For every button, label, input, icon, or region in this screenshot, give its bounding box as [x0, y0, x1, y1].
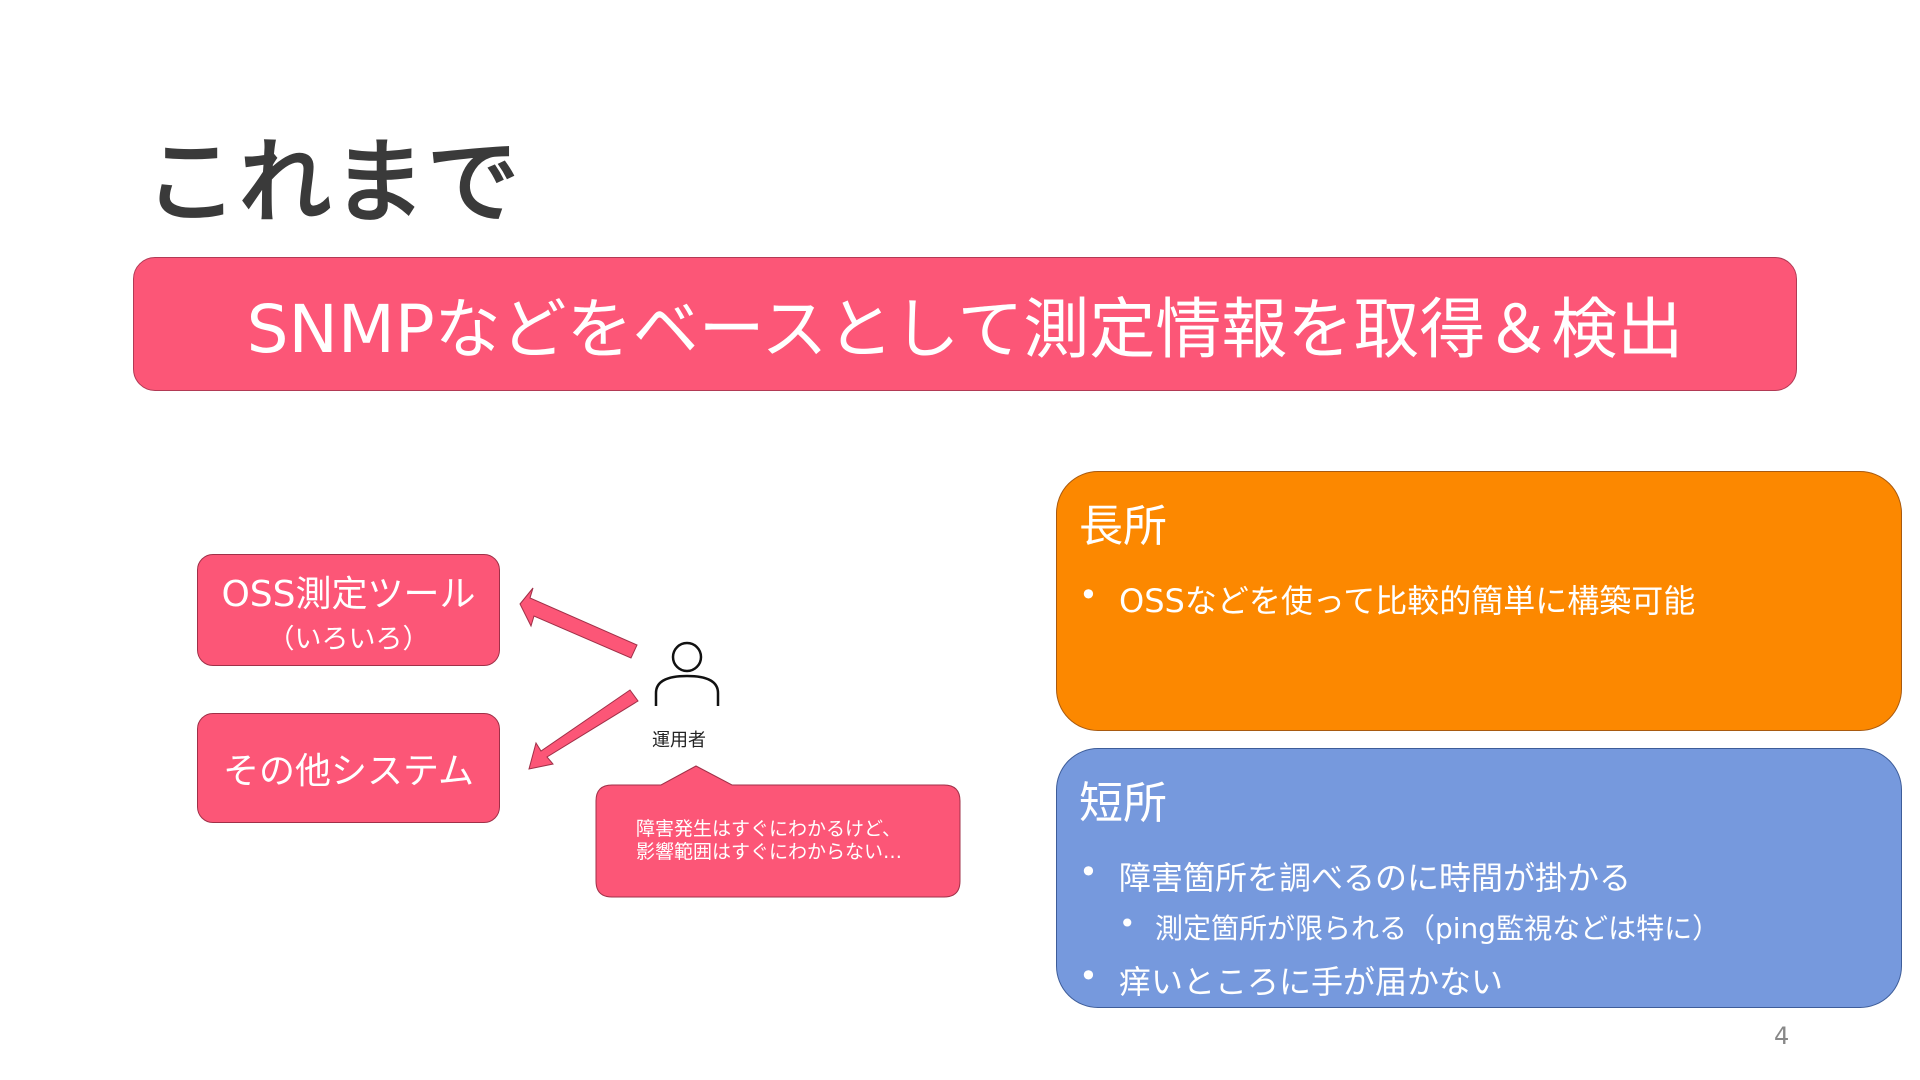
oss-tool-sublabel: （いろいろ）: [267, 623, 430, 655]
cons-panel: 短所 • 障害箇所を調べるのに時間が掛かる • 測定箇所が限られる（ping監視…: [1056, 748, 1902, 1008]
oss-tool-label: OSS測定ツール: [221, 573, 476, 615]
oss-tool-box: OSS測定ツール （いろいろ）: [197, 554, 500, 666]
cons-heading: 短所: [1079, 778, 1167, 829]
bullet-icon: •: [1079, 957, 1098, 995]
cons-subitem-text: 測定箇所が限られる（ping監視などは特に）: [1155, 912, 1721, 945]
arrow-to-other-icon: [528, 689, 639, 770]
cons-item-text: 痒いところに手が届かない: [1119, 963, 1504, 1001]
slide-title: これまで: [145, 129, 522, 236]
page-number: 4: [1774, 1022, 1790, 1050]
arrow-to-oss-icon: [519, 587, 638, 659]
other-systems-box: その他システム: [197, 713, 500, 823]
speech-bubble: [595, 765, 961, 898]
pros-item: • OSSなどを使って比較的簡単に構築可能: [1079, 576, 1879, 622]
speech-line-1: 障害発生はすぐにわかるけど、: [636, 818, 902, 840]
cons-item-text: 障害箇所を調べるのに時間が掛かる: [1119, 859, 1632, 897]
bullet-icon: •: [1119, 907, 1136, 940]
pros-panel: 長所 • OSSなどを使って比較的簡単に構築可能: [1056, 471, 1902, 731]
operator-label: 運用者: [652, 730, 706, 751]
headline-banner: SNMPなどをベースとして測定情報を取得＆検出: [133, 257, 1797, 391]
speech-line-2: 影響範囲はすぐにわからない…: [636, 841, 903, 863]
speech-bubble-text: 障害発生はすぐにわかるけど、 影響範囲はすぐにわからない…: [596, 785, 960, 897]
person-icon: [654, 641, 720, 706]
pros-heading: 長所: [1079, 501, 1167, 552]
bullet-icon: •: [1079, 576, 1098, 614]
cons-item: • 痒いところに手が届かない: [1079, 957, 1879, 1003]
cons-subitem: • 測定箇所が限られる（ping監視などは特に）: [1079, 907, 1879, 947]
bullet-icon: •: [1079, 853, 1098, 891]
pros-item-text: OSSなどを使って比較的簡単に構築可能: [1119, 582, 1696, 620]
cons-item: • 障害箇所を調べるのに時間が掛かる: [1079, 853, 1879, 899]
